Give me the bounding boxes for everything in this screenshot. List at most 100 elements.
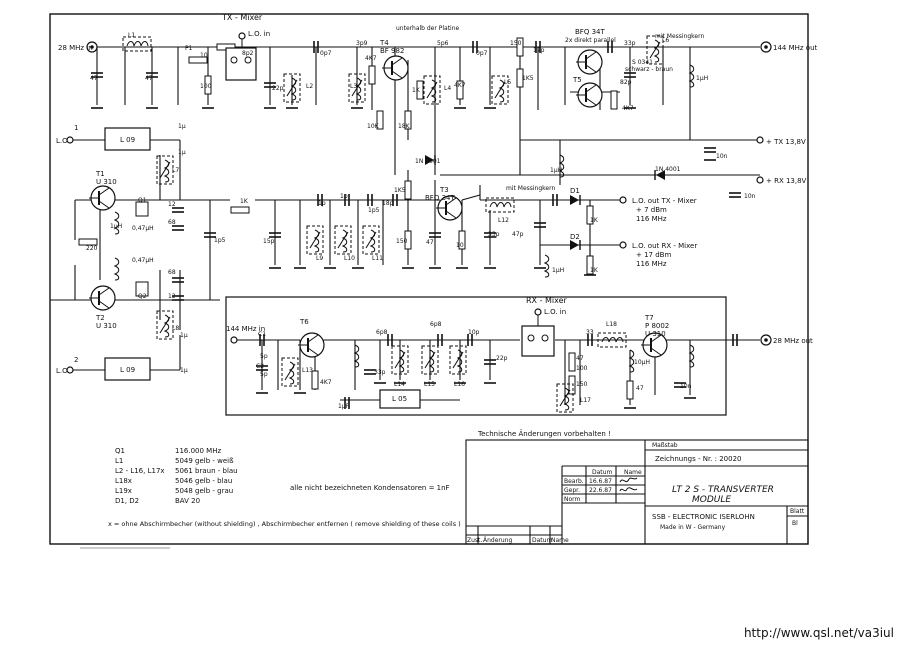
component-value-label: L14 [394,381,405,388]
rx-mixer-title: RX - Mixer [526,296,568,305]
legend-value: BAV 20 [175,497,200,505]
t7-type2: U 310 [645,330,666,338]
component-value-label: C1 [258,331,266,338]
transistor-labels: T1 U 310 T2 U 310 T3 BFQ 34T T4 BF 982 T… [95,28,669,338]
note-messing-1: mit Messingkern [655,33,704,40]
lo-out-rx: L.O. out RX - Mixer [632,242,697,250]
component-value-label: L17 [580,397,591,404]
component-value-label: 47 [636,385,644,392]
misc-notes: unterhalb der Platine mit Messingkern mi… [120,25,704,403]
component-value-label: 47 [576,355,584,362]
component-value-label: 47 [90,75,98,82]
rev-zust: Zust. [467,537,482,544]
component-value-label: 8p2 [242,50,254,57]
component-value-label: 4K7 [365,55,377,62]
component-value-label: 18K [398,123,411,130]
t2-type: U 310 [96,322,117,330]
component-value-label: C2 [256,363,264,370]
date-header: Datum [592,469,612,476]
t6-label: T6 [299,318,309,326]
component-value-label: L7 [172,167,179,174]
note-coil-1: S 0341 [632,59,653,66]
component-value-label: 0p7 [476,50,488,57]
port-28mhz-out: 28 MHz out [773,337,813,345]
component-value-label: Q1 [138,197,147,204]
title-block-text: Technische Änderungen vorbehalten ! Maßs… [467,429,805,544]
port-144mhz-in: 144 MHz in [226,325,265,333]
component-value-label: 68 [168,219,176,226]
component-value-label: 10 [200,52,208,59]
module-title-2: MODULE [692,495,731,505]
component-value-label: 47 [145,75,153,82]
port-28mhz-in: 28 MHz in [58,44,93,52]
t7-type: P 8002 [645,322,669,330]
component-value-label: P1 [185,45,193,52]
t2-label: T2 [95,314,105,322]
component-value-label: 47 [426,239,434,246]
website-url: http://www.qsl.net/va3iul [743,626,894,640]
component-value-label: 82p [620,79,632,86]
component-value-label: L1 [128,32,135,39]
component-value-label: 5p [260,371,268,378]
component-value-label: 33p [488,231,500,238]
component-value-label: 10 [456,242,464,249]
diode-d2: D2 [570,233,580,241]
title-block [465,439,809,545]
component-value-label: 1p [340,193,348,200]
component-value-label: 10n [680,383,692,390]
sheet-border [49,13,809,545]
port-144mhz-out: 144 MHz out [773,44,818,52]
diode-d1: D1 [570,187,580,195]
component-value-label: 22p [272,85,284,92]
sheet-value: Bl [792,520,798,527]
legend-ref: L1 [115,457,123,465]
t7-label: T7 [644,314,654,322]
component-value-label: 1K5 [522,75,534,82]
t4-label: T4 [379,39,389,47]
drawing-number: Zeichnungs - Nr. : 20020 [655,455,741,463]
port-lo-1: L.O. [56,137,70,145]
component-value-label: 10n [744,193,756,200]
rev-name: Name [551,537,569,544]
component-value-label: 1p5 [214,237,226,244]
component-value-label: 6p8 [430,321,442,328]
component-value-label: 1K [590,267,599,274]
module-title-1: LT 2 S - TRANSVERTER [672,485,774,495]
rev-change: Änderung [483,537,512,544]
legend-value: 5061 braun - blau [175,467,238,475]
component-value-label: 68 [168,269,176,276]
lo-components [66,127,742,381]
component-value-label: 3p9 [356,40,368,47]
component-value-label: L13 [302,367,313,374]
note-coil-2: schwarz - braun [625,66,673,73]
t3-type: BFQ 34T [425,194,455,202]
component-value-label: 5p [260,353,268,360]
component-value-label: 22p [496,355,508,362]
port-pin-1: 1 [74,124,78,132]
t5-note: 2x direkt parallel [565,37,616,44]
shielding-note: x = ohne Abschirmbecher (without shieldi… [108,520,461,528]
component-value-label: L4 [444,85,451,92]
component-value-label: 10n [716,153,728,160]
component-value-label: 12 [168,293,176,300]
chip-l05: L 05 [392,395,407,403]
component-value-label: 10K [367,123,380,130]
component-value-label: L2 [306,83,313,90]
component-value-label: 1µH [552,267,564,274]
component-value-label: L8 [172,325,179,332]
note-messing-2: mit Messingkern [506,185,555,192]
made-in: Made in W - Germany [660,524,726,531]
component-value-label: 150 [510,40,522,47]
date-gepr: 22.6.87 [589,487,612,494]
legend-ref: L19x [115,487,132,495]
component-value-label: 1µ [180,332,188,339]
row-bearb: Bearb. [564,478,584,485]
component-value-label: 1p5 [368,207,380,214]
row-norm: Norm [564,496,581,503]
signature-2 [619,487,638,492]
t5-type: BFQ 34T [575,28,605,36]
component-value-label: L10 [344,255,355,262]
lo-out-rx-freq: 116 MHz [636,260,667,268]
